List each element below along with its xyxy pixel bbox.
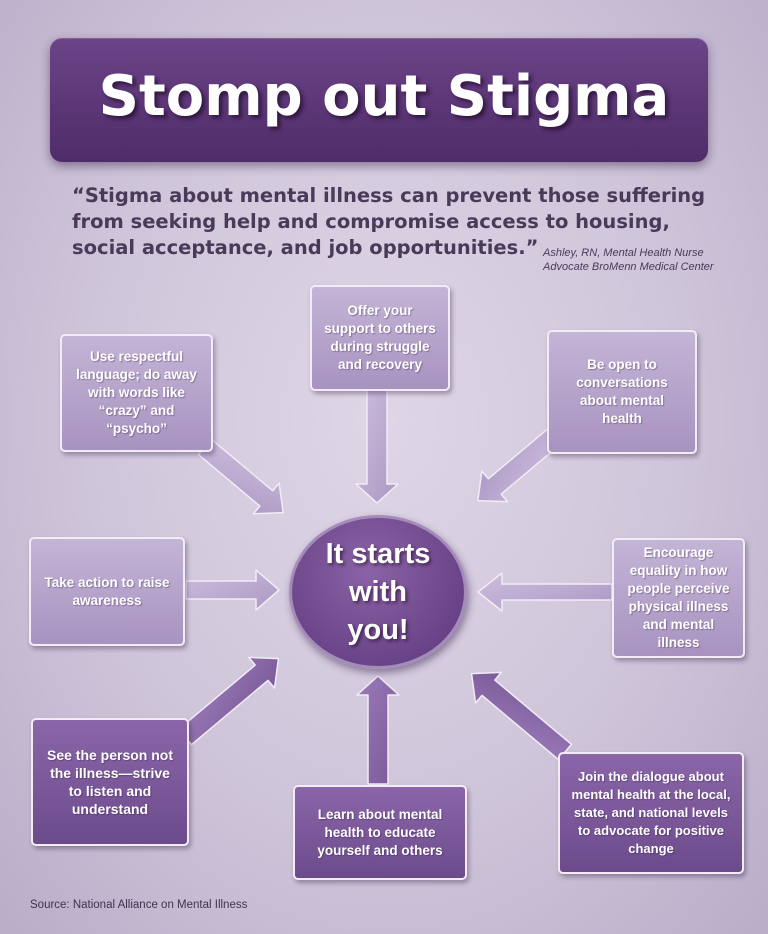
center-circle: It starts with you! xyxy=(289,515,467,669)
tip-respectful-language-text: Use respectful language; do away with wo… xyxy=(76,349,197,436)
tip-learn-about: Learn about mental health to educate you… xyxy=(293,785,467,880)
arrow-from-action xyxy=(185,569,280,611)
tip-open-conversations-text: Be open to conversations about mental he… xyxy=(576,357,668,426)
arrow-from-learn xyxy=(356,675,400,785)
arrow-from-language xyxy=(197,438,284,515)
tip-take-action-text: Take action to raise awareness xyxy=(44,574,170,608)
tip-encourage-equality: Encourage equality in how people perceiv… xyxy=(612,538,745,658)
tip-learn-about-text: Learn about mental health to educate you… xyxy=(317,806,443,858)
center-line-1: It starts xyxy=(325,538,431,570)
tip-open-conversations: Be open to conversations about mental he… xyxy=(547,330,697,454)
arrow-from-dialogue xyxy=(470,671,573,761)
source-citation: Source: National Alliance on Mental Illn… xyxy=(30,899,248,911)
quote-attribution: Ashley, RN, Mental Health Nurse Advocate… xyxy=(543,247,714,273)
tip-offer-support: Offer your support to others during stru… xyxy=(310,285,450,391)
tip-see-the-person: See the person not the illness—strive to… xyxy=(31,718,189,846)
tip-join-dialogue: Join the dialogue about mental health at… xyxy=(558,752,744,874)
arrow-from-support xyxy=(355,389,399,504)
title-banner xyxy=(50,38,708,162)
center-line-3: you! xyxy=(347,614,409,646)
center-line-2: with xyxy=(348,576,407,608)
stigma-quote: “Stigma about mental illness can prevent… xyxy=(72,184,706,259)
tip-join-dialogue-text: Join the dialogue about mental health at… xyxy=(571,769,731,856)
tip-encourage-equality-text: Encourage equality in how people perceiv… xyxy=(627,545,730,650)
arrow-from-equality xyxy=(477,572,613,612)
tip-offer-support-text: Offer your support to others during stru… xyxy=(324,303,436,372)
tip-take-action: Take action to raise awareness xyxy=(29,537,185,646)
tip-respectful-language: Use respectful language; do away with wo… xyxy=(60,334,213,452)
arrow-from-open xyxy=(477,426,564,503)
tip-see-the-person-text: See the person not the illness—strive to… xyxy=(46,747,174,817)
page-title: Stomp out Stigma xyxy=(98,64,670,129)
arrow-from-person xyxy=(177,656,280,746)
